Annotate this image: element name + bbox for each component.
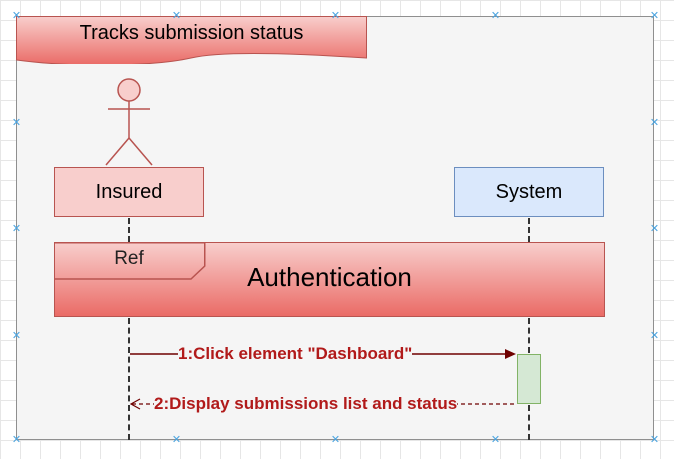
frame-title: Tracks submission status xyxy=(79,22,304,44)
lifeline-system-label: System xyxy=(495,181,563,203)
lifeline-system-upper xyxy=(528,218,530,242)
resize-handle-icon[interactable]: ✕ xyxy=(330,10,341,22)
lifeline-system-box[interactable]: System xyxy=(454,167,604,217)
resize-handle-icon[interactable]: ✕ xyxy=(11,10,22,22)
message-2-label[interactable]: 2:Display submissions list and status xyxy=(154,394,458,414)
frame-title-tab[interactable]: Tracks submission status xyxy=(16,16,367,64)
title-tab-shape xyxy=(16,16,367,64)
resize-handle-icon[interactable]: ✕ xyxy=(649,117,660,129)
lifeline-insured-label: Insured xyxy=(95,181,163,203)
lifeline-insured-lower xyxy=(128,318,130,440)
lifeline-insured-box[interactable]: Insured xyxy=(54,167,204,217)
ref-fragment-title: Authentication xyxy=(247,262,412,292)
message-1-label[interactable]: 1:Click element "Dashboard" xyxy=(178,344,413,364)
resize-handle-icon[interactable]: ✕ xyxy=(11,330,22,342)
resize-handle-icon[interactable]: ✕ xyxy=(490,434,501,446)
resize-handle-icon[interactable]: ✕ xyxy=(11,117,22,129)
resize-handle-icon[interactable]: ✕ xyxy=(649,223,660,235)
resize-handle-icon[interactable]: ✕ xyxy=(490,10,501,22)
message-1-arrowhead xyxy=(505,349,516,359)
system-activation-bar[interactable] xyxy=(517,354,541,404)
lifeline-insured-upper xyxy=(128,218,130,242)
resize-handle-icon[interactable]: ✕ xyxy=(649,434,660,446)
resize-handle-icon[interactable]: ✕ xyxy=(649,330,660,342)
resize-handle-icon[interactable]: ✕ xyxy=(171,434,182,446)
actor-icon[interactable] xyxy=(104,78,154,168)
ref-tag-shape xyxy=(54,242,206,280)
ref-tag-label: Ref xyxy=(114,248,144,269)
resize-handle-icon[interactable]: ✕ xyxy=(171,10,182,22)
resize-handle-icon[interactable]: ✕ xyxy=(11,223,22,235)
resize-handle-icon[interactable]: ✕ xyxy=(649,10,660,22)
message-2-arrowhead xyxy=(129,398,141,410)
resize-handle-icon[interactable]: ✕ xyxy=(11,434,22,446)
resize-handle-icon[interactable]: ✕ xyxy=(330,434,341,446)
